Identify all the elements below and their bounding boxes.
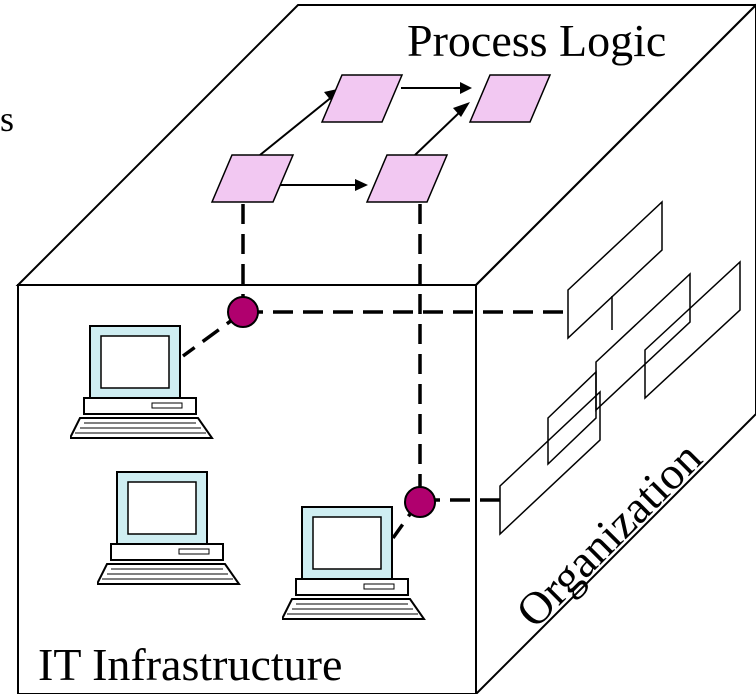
connection-node — [404, 486, 436, 518]
edge-fragment-label: s — [0, 99, 14, 139]
process-step-4 — [468, 74, 552, 123]
connection-lines — [181, 204, 568, 540]
organization-chart — [499, 200, 741, 536]
connection-node — [227, 296, 259, 328]
process-step-2 — [320, 74, 404, 123]
process-step-3 — [365, 154, 449, 203]
top-face-label: Process Logic — [407, 15, 666, 66]
computer-icon — [282, 506, 425, 620]
process-flow — [210, 74, 552, 203]
side-face-label: Organization — [506, 432, 711, 637]
front-face — [17, 284, 477, 694]
computer-icon — [97, 471, 240, 585]
front-face-label: IT Infrastructure — [38, 639, 342, 690]
process-step-1 — [210, 154, 295, 203]
computer-icon — [70, 325, 213, 439]
